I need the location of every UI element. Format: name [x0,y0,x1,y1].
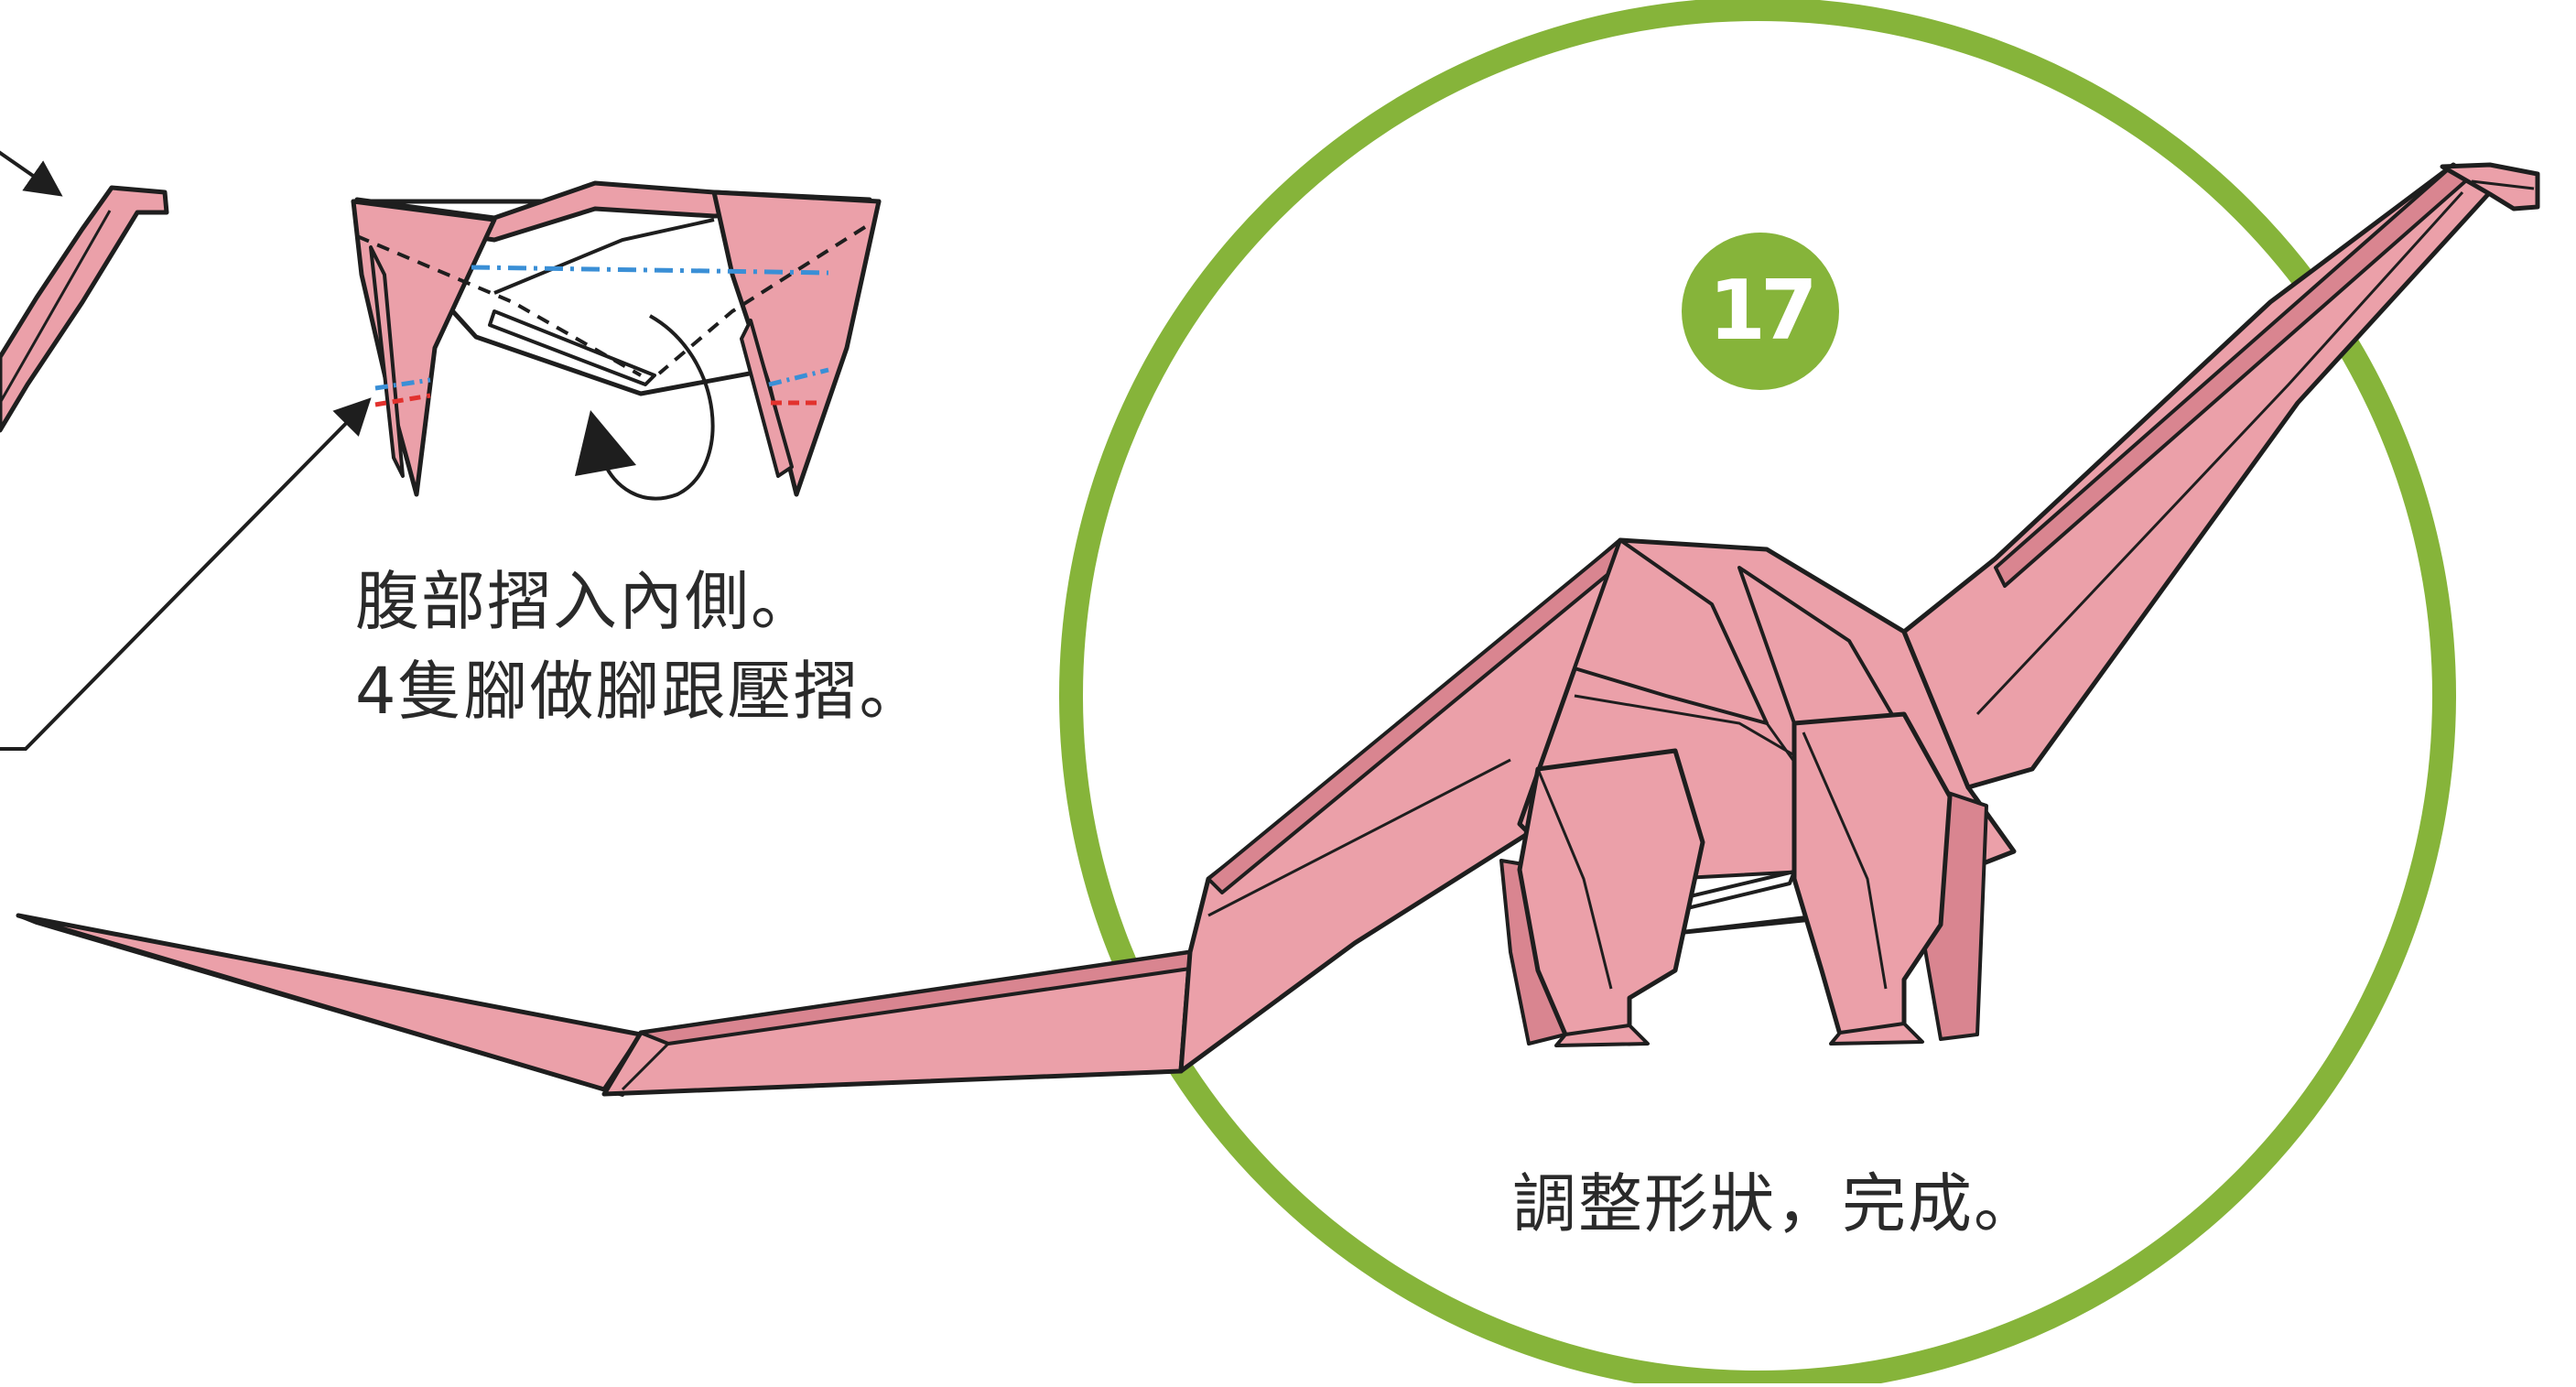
neck-crease [1975,190,2464,716]
hind-body-crease [1207,758,1511,917]
right-leg-flap [711,190,882,497]
push-in-arrow [602,314,715,501]
right-leg-back [740,319,794,478]
valley-fold-line-right-leg [768,367,829,387]
front-leg-front [1791,711,1953,1037]
finish-instruction: 調整形狀，完成。 [1512,1166,2040,1241]
left-leg-flap [351,199,497,497]
belly-inside-fold-diagram [351,180,882,501]
partial-neck-shape [0,185,169,433]
belly-fold-instruction-line2: 4隻腳做腳跟壓摺。 [355,654,925,729]
fold-line-dashed-left [356,234,642,377]
belly-fold-instruction: 腹部摺入內側。 4隻腳做腳跟壓摺。 [355,557,925,736]
step-highlight-circle [1059,0,2456,1387]
folding-step-partial-diagram [0,150,372,751]
fold-line-dashed-right [657,225,867,375]
partial-neck-crease [0,210,112,404]
push-in-arrowhead [575,410,636,476]
head-crease [2471,179,2535,190]
mountain-fold-line-left-leg [374,393,431,407]
valley-fold-line-top [471,265,829,276]
step-number-text: 17 [1708,263,1817,359]
front-foot [1829,1022,1924,1046]
front-leg-crease [1802,731,1888,990]
pointer-arrow-top [0,150,63,197]
tail-mid-crease [621,1042,670,1091]
finished-brachiosaurus-model [16,162,2540,1097]
hind-foot [1554,1024,1650,1047]
hind-leg-crease [1536,768,1613,990]
step-number-badge: 17 [1682,233,1839,390]
head [2440,162,2540,211]
pointer-arrow-long [0,397,372,751]
hind-leg-front [1517,748,1705,1046]
valley-fold-line-left-leg [374,377,431,391]
belly-inner-crease [493,218,715,295]
belly-fold-instruction-line1: 腹部摺入內側。 [355,564,817,639]
neck-ridge [1994,163,2473,588]
tail-tip-underside [16,914,624,1097]
torso-back-flap [1573,538,1769,725]
